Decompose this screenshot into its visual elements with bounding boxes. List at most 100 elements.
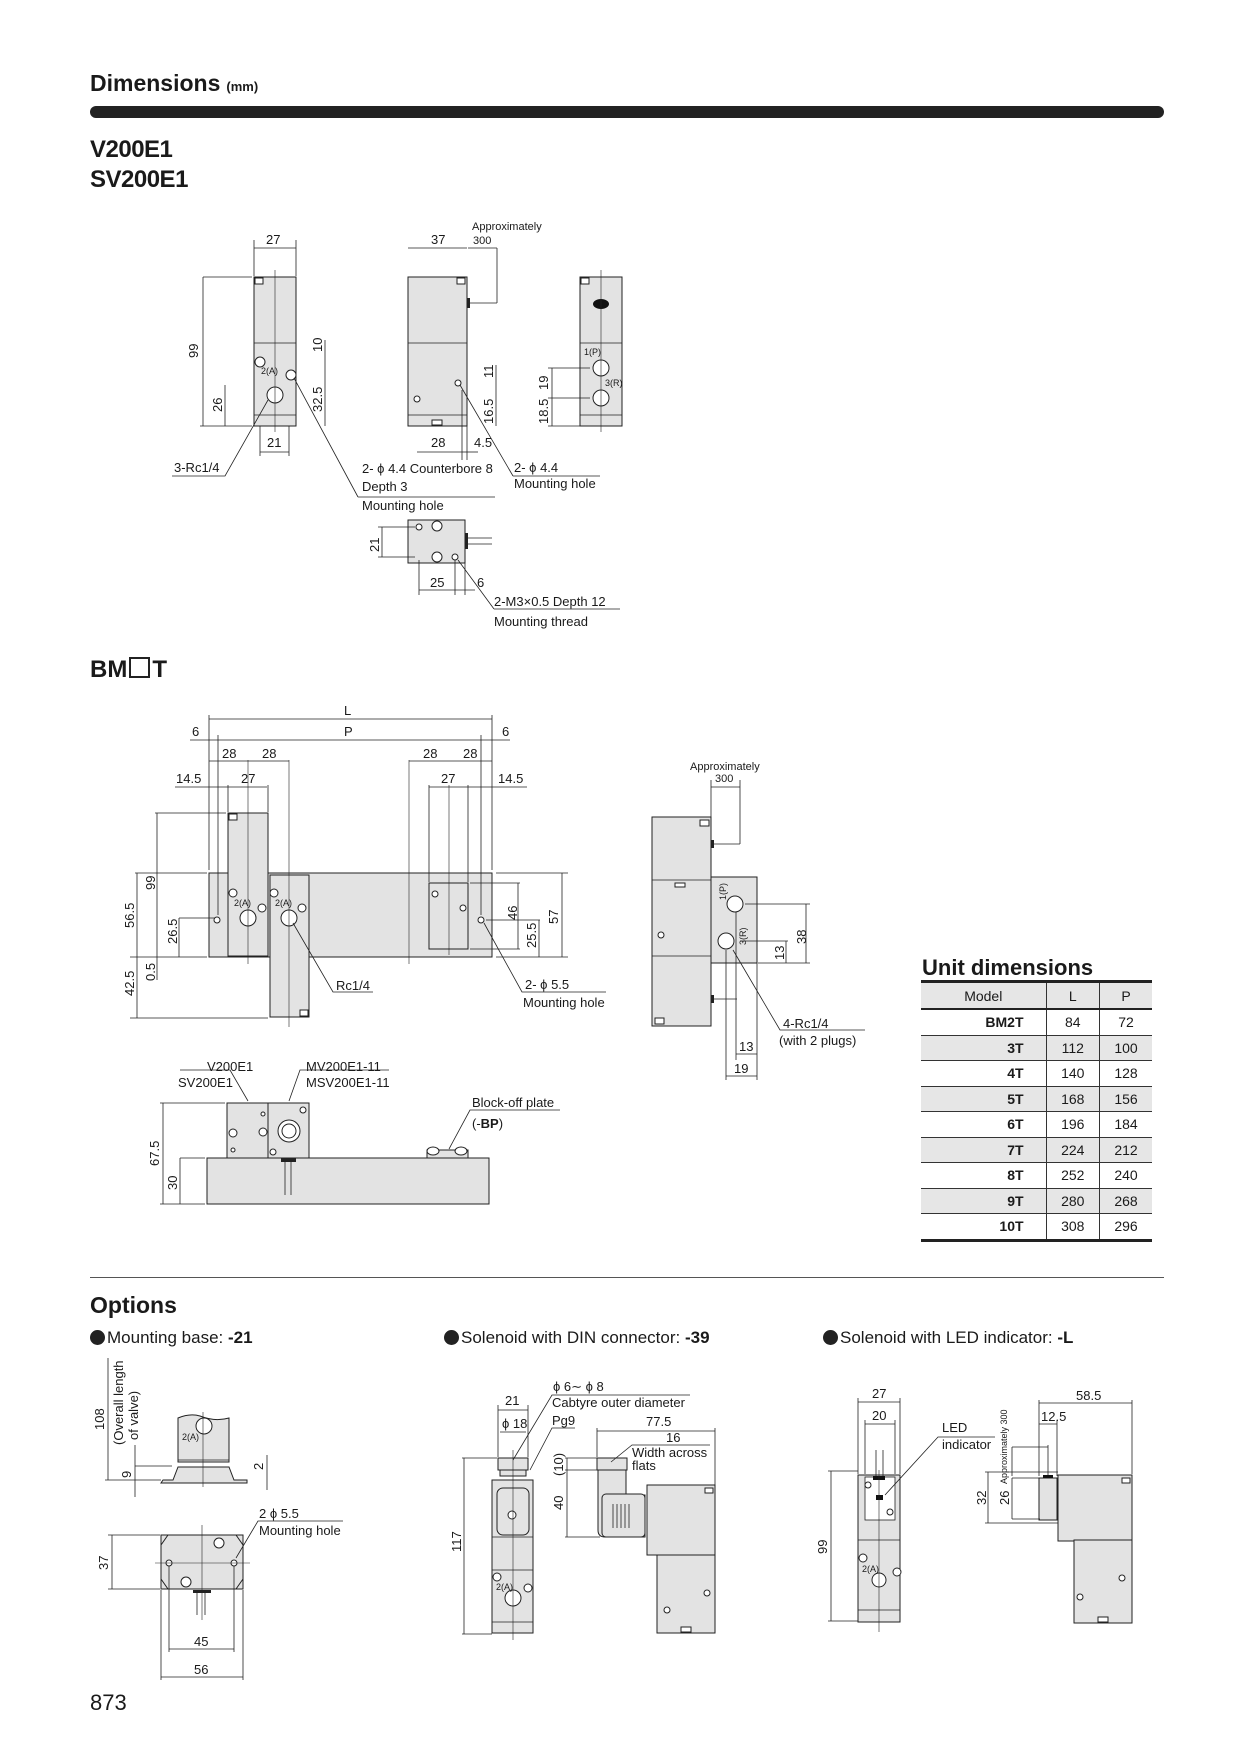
dim-2: 2 <box>251 1463 266 1470</box>
unit-label: (mm) <box>226 79 259 94</box>
bullet-icon <box>823 1330 838 1345</box>
dim-25: 25 <box>430 575 444 590</box>
model-cell: 7T <box>921 1137 1047 1163</box>
led-indicator-drawing: 27 20 LED indicator Approximately 300 58… <box>815 1386 1133 1632</box>
column-header: P <box>1099 980 1152 1010</box>
bm-suffix: T <box>152 656 167 683</box>
dim-P: P <box>344 724 353 739</box>
port-label-1p: 1(P) <box>718 883 728 900</box>
dim-108: 108 <box>92 1408 107 1430</box>
dim-13-vertical: 13 <box>772 946 787 960</box>
dim-32-5: 32.5 <box>310 387 325 412</box>
l-cell: 308 <box>1045 1213 1100 1242</box>
bullet-icon <box>90 1330 105 1345</box>
port-callout-4-rc: 4-Rc1/4 <box>783 1016 829 1031</box>
option-label: Mounting base: <box>107 1328 228 1347</box>
page-number: 873 <box>90 1690 127 1715</box>
dim-56: 56 <box>194 1662 208 1677</box>
title-text: Dimensions <box>90 70 221 96</box>
p-cell: 212 <box>1099 1137 1152 1163</box>
port-label-3r: 3(R) <box>605 378 623 388</box>
approx-label: Approximately <box>690 761 760 773</box>
thread-callout: 2-M3×0.5 Depth 12 <box>494 594 606 609</box>
dim-25-5: 25.5 <box>524 923 539 948</box>
option-din-heading: Solenoid with DIN connector: -39 <box>444 1328 710 1348</box>
dim-26-5: 26.5 <box>165 919 180 944</box>
l-cell: 168 <box>1045 1086 1100 1112</box>
dim-99: 99 <box>815 1540 830 1554</box>
mounting-hole-callout: 2- ϕ 5.5 <box>525 977 569 992</box>
dim-19: 19 <box>734 1061 748 1076</box>
bm-side-view: Approximately 300 1(P) 3(R) 38 13 4-Rc1/… <box>651 761 865 1080</box>
mounting-hole-label: Mounting hole <box>523 995 605 1010</box>
cabtyre-diameter-range: ϕ 6∼ ϕ 8 <box>553 1379 604 1394</box>
dim-phi-18: ϕ 18 <box>502 1416 527 1431</box>
approx-label: Approximately <box>472 221 542 233</box>
option-code: -39 <box>684 1328 710 1347</box>
dim-18-5: 18.5 <box>536 399 551 424</box>
plugs-note: (with 2 plugs) <box>779 1033 856 1048</box>
option-label: Solenoid with LED indicator: <box>840 1328 1058 1347</box>
model-heading-v200e1: V200E1 <box>90 136 173 163</box>
placeholder-box-icon <box>129 657 151 678</box>
model-cell: 8T <box>921 1162 1047 1189</box>
overall-length-note: (Overall length <box>111 1360 126 1445</box>
dim-27-right: 27 <box>441 771 455 786</box>
p-cell: 296 <box>1099 1213 1152 1242</box>
dim-40: 40 <box>551 1496 566 1510</box>
p-cell: 268 <box>1099 1188 1152 1214</box>
mounting-hole-callout: 2- ϕ 4.4 <box>514 460 558 475</box>
l-cell: 140 <box>1045 1060 1100 1087</box>
counterbore-depth: Depth 3 <box>362 479 408 494</box>
dim-32: 32 <box>974 1491 989 1505</box>
model-cell: 6T <box>921 1111 1047 1138</box>
l-cell: 252 <box>1045 1162 1100 1189</box>
dim-0-5: 0.5 <box>143 963 158 981</box>
v200e1-front-view: 27 99 10 32.5 26 2(A) 21 3-Rc1/4 <box>172 232 495 498</box>
dim-46: 46 <box>505 906 520 920</box>
dim-13-horizontal: 13 <box>739 1039 753 1054</box>
dim-16-5: 16.5 <box>481 399 496 424</box>
dim-14-5-left: 14.5 <box>176 771 201 786</box>
mounting-hole-label: Mounting hole <box>514 476 596 491</box>
port-callout-rc: Rc1/4 <box>336 978 370 993</box>
valve-label-msv200e1-11: MSV200E1-11 <box>306 1075 390 1090</box>
dim-28: 28 <box>431 435 445 450</box>
mounting-thread-label: Mounting thread <box>494 614 588 629</box>
l-cell: 84 <box>1045 1009 1100 1036</box>
dim-42-5: 42.5 <box>122 971 137 996</box>
approx-300: 300 <box>473 235 491 247</box>
section-divider <box>90 1277 1164 1278</box>
dim-117: 117 <box>449 1531 464 1552</box>
l-cell: 196 <box>1045 1111 1100 1138</box>
dim-57: 57 <box>546 910 561 924</box>
dim-19: 19 <box>536 376 551 390</box>
unit-dimensions-title: Unit dimensions <box>922 955 1094 980</box>
dim-26: 26 <box>210 398 225 412</box>
p-cell: 156 <box>1099 1086 1152 1112</box>
led-indicator-label: indicator <box>942 1437 992 1452</box>
overall-length-note-2: of valve) <box>126 1391 141 1440</box>
dim-4-5: 4.5 <box>474 435 492 450</box>
dim-77-5: 77.5 <box>646 1414 671 1429</box>
port-label-2a: 2(A) <box>182 1432 199 1442</box>
dim-6-left: 6 <box>192 724 199 739</box>
din-connector-drawing: 21 ϕ 18 ϕ 6∼ ϕ 8 Cabtyre outer diameter … <box>449 1379 716 1640</box>
dim-26: 26 <box>997 1491 1012 1505</box>
title-bar-divider <box>90 106 1164 118</box>
approx-300-label: Approximately 300 <box>999 1409 1009 1484</box>
dim-28: 28 <box>463 746 477 761</box>
valve-label-v200e1: V200E1 <box>207 1059 253 1074</box>
mounting-base-drawing: 108 (Overall length of valve) 9 2 2(A) 2… <box>92 1358 343 1680</box>
dim-12-5: 12.5 <box>1041 1409 1066 1424</box>
dim-6-right: 6 <box>502 724 509 739</box>
port-label-3r: 3(R) <box>738 927 748 945</box>
